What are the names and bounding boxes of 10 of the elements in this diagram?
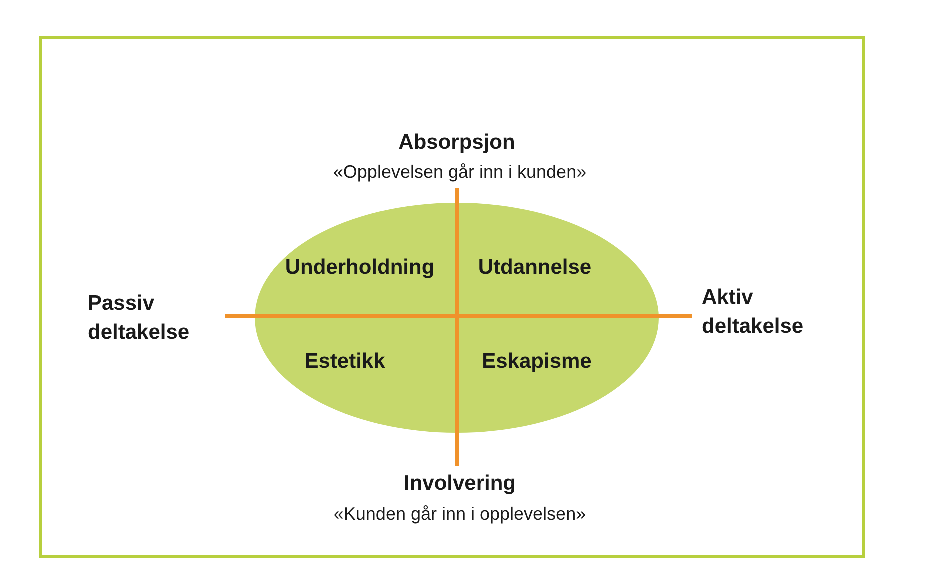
quadrant-label: Estetikk [304,349,386,375]
axis-heading: Absorpsjon [398,130,516,156]
quadrant-label: Utdannelse [478,255,592,281]
axis-description: «Kunden går inn i opplevelsen» [334,503,586,526]
axis-heading: Involvering [404,471,516,497]
axis-heading: Passiv deltakelse [88,291,191,346]
axis-description: «Opplevelsen går inn i kunden» [333,161,587,184]
quadrant-label: Eskapisme [482,349,592,375]
quadrant-label: Underholdning [285,255,435,281]
axis-heading: Aktiv deltakelse [702,285,805,340]
